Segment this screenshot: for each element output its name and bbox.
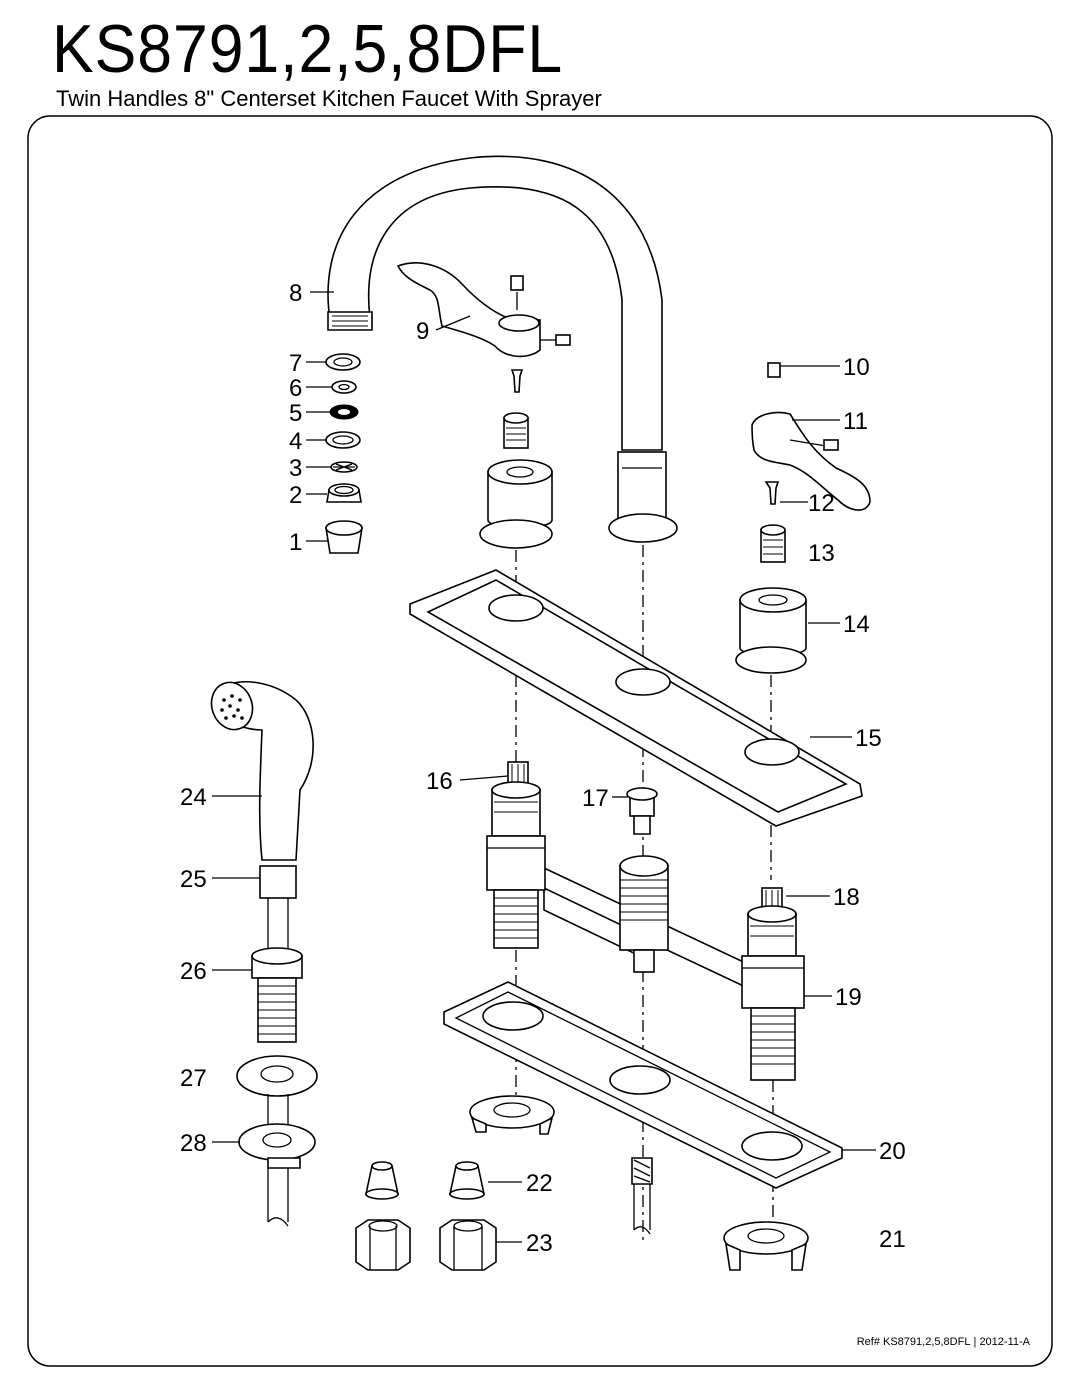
- callout-17: 17: [582, 785, 609, 812]
- bottom-gasket-plate: [443, 981, 843, 1189]
- callout-19: 19: [835, 984, 862, 1011]
- model-number-title: KS8791,2,5,8DFL: [52, 11, 564, 87]
- callout-6: 6: [289, 375, 302, 402]
- callout-28: 28: [180, 1130, 207, 1157]
- ref-separator: |: [973, 1336, 977, 1348]
- callout-2: 2: [289, 482, 302, 509]
- spout-part: [327, 155, 678, 543]
- callout-8: 8: [289, 280, 302, 307]
- callout-22: 22: [526, 1170, 553, 1197]
- left-handle-part: [396, 262, 571, 549]
- callout-11: 11: [843, 408, 868, 435]
- callout-3: 3: [289, 455, 302, 482]
- ref-date-code: 2012-11-A: [979, 1336, 1030, 1348]
- callout-9: 9: [416, 318, 429, 345]
- callout-14: 14: [843, 611, 870, 638]
- callout-25: 25: [180, 866, 207, 893]
- callout-4: 4: [289, 428, 302, 455]
- callout-12: 12: [808, 490, 835, 517]
- callout-5: 5: [289, 400, 302, 427]
- aerator-parts: [325, 353, 363, 554]
- leader-lines: [212, 291, 876, 1243]
- callout-1: 1: [289, 529, 302, 556]
- right-handle-part: [735, 362, 871, 674]
- callout-24: 24: [180, 784, 207, 811]
- reference-footer: Ref# KS8791,2,5,8DFL | 2012-11-A: [857, 1336, 1030, 1348]
- mounting-nut-right: [723, 1221, 809, 1271]
- callout-20: 20: [879, 1138, 906, 1165]
- callout-18: 18: [833, 884, 860, 911]
- mounting-nut-left: [469, 1095, 555, 1135]
- callout-27: 27: [180, 1065, 207, 1092]
- callout-7: 7: [289, 350, 302, 377]
- callout-10: 10: [843, 354, 870, 381]
- compression-parts: [355, 1161, 497, 1271]
- callout-21: 21: [879, 1226, 906, 1253]
- callout-26: 26: [180, 958, 207, 985]
- callout-16: 16: [426, 768, 453, 795]
- callout-15: 15: [855, 725, 882, 752]
- callout-23: 23: [526, 1230, 553, 1257]
- diagram-frame: [27, 115, 1053, 1367]
- product-subtitle: Twin Handles 8" Centerset Kitchen Faucet…: [56, 86, 602, 111]
- callout-13: 13: [808, 540, 835, 567]
- supply-hose: [631, 1157, 653, 1235]
- top-deck-plate: [409, 569, 863, 827]
- callout-labels: 1 2 3 4 5 6 7 8 9 10 11 12 13 14 15 16 1…: [180, 280, 906, 1257]
- valve-body-assembly: [486, 761, 805, 1081]
- sprayer-assembly: [210, 681, 318, 1227]
- ref-number: Ref# KS8791,2,5,8DFL: [856, 1336, 971, 1348]
